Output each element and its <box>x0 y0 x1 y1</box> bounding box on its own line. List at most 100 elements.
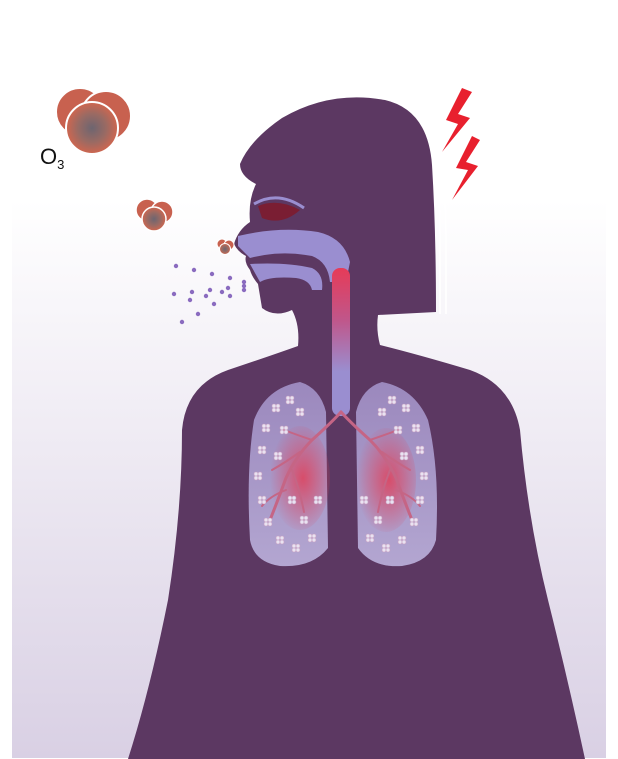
alveolus <box>300 520 304 524</box>
alveolus <box>258 496 262 500</box>
alveolus <box>374 516 378 520</box>
alveolus <box>318 496 322 500</box>
alveolus <box>420 472 424 476</box>
alveolus <box>390 496 394 500</box>
alveolus <box>398 430 402 434</box>
particle-dot <box>220 290 224 294</box>
alveolus <box>414 522 418 526</box>
alveolus <box>308 538 312 542</box>
alveolus <box>276 404 280 408</box>
alveolus <box>364 496 368 500</box>
alveolus <box>292 500 296 504</box>
alveolus <box>314 496 318 500</box>
alveolus <box>370 534 374 538</box>
alveolus <box>300 412 304 416</box>
alveolus <box>276 408 280 412</box>
alveolus <box>288 496 292 500</box>
alveolus <box>378 520 382 524</box>
alveolus <box>406 408 410 412</box>
alveolus <box>360 496 364 500</box>
alveolus <box>288 500 292 504</box>
alveolus <box>382 548 386 552</box>
alveolus <box>258 446 262 450</box>
alveolus <box>420 446 424 450</box>
alveolus <box>392 400 396 404</box>
alveolus <box>386 496 390 500</box>
alveolus <box>394 430 398 434</box>
particle-dot <box>242 280 246 284</box>
alveolus <box>296 412 300 416</box>
alveolus <box>312 538 316 542</box>
alveolus <box>424 472 428 476</box>
alveolus <box>360 500 364 504</box>
alveolus <box>296 544 300 548</box>
alveolus <box>276 536 280 540</box>
particle-dot <box>196 312 200 316</box>
alveolus <box>412 424 416 428</box>
alveolus <box>292 548 296 552</box>
alveolus <box>386 548 390 552</box>
alveolus <box>262 424 266 428</box>
alveolus <box>382 544 386 548</box>
alveolus <box>412 428 416 432</box>
alveolus <box>290 396 294 400</box>
alveolus <box>402 408 406 412</box>
alveolus <box>314 500 318 504</box>
alveolus <box>378 408 382 412</box>
alveolus <box>264 522 268 526</box>
alveolus <box>416 428 420 432</box>
alveolus <box>386 500 390 504</box>
particle-dot <box>208 288 212 292</box>
particle-dot <box>204 294 208 298</box>
alveolus <box>266 428 270 432</box>
alveolus <box>406 404 410 408</box>
alveolus <box>300 516 304 520</box>
particle-dot <box>242 288 246 292</box>
alveolus <box>318 500 322 504</box>
alveolus <box>382 408 386 412</box>
particle-dot <box>228 276 232 280</box>
alveolus <box>254 476 258 480</box>
particle-dot <box>212 302 216 306</box>
alveolus <box>378 412 382 416</box>
alveolus <box>416 500 420 504</box>
alveolus <box>304 520 308 524</box>
alveolus <box>262 450 266 454</box>
alveolus <box>286 396 290 400</box>
alveolus <box>400 456 404 460</box>
alveolus <box>258 450 262 454</box>
alveolus <box>286 400 290 404</box>
alveolus <box>402 404 406 408</box>
particle-dot <box>242 284 246 288</box>
trachea <box>332 268 350 416</box>
alveolus <box>292 496 296 500</box>
alveolus <box>374 520 378 524</box>
alveolus <box>280 540 284 544</box>
alveolus <box>262 496 266 500</box>
alveolus <box>410 522 414 526</box>
alveolus <box>274 456 278 460</box>
alveolus <box>300 408 304 412</box>
alveolus <box>382 412 386 416</box>
alveolus <box>280 426 284 430</box>
alveolus <box>402 536 406 540</box>
alveolus <box>410 518 414 522</box>
alveolus <box>370 538 374 542</box>
alveolus <box>398 540 402 544</box>
alveolus <box>280 536 284 540</box>
alveolus <box>304 516 308 520</box>
alveolus <box>416 424 420 428</box>
alveolus <box>262 428 266 432</box>
alveolus <box>268 518 272 522</box>
particle-dot <box>228 294 232 298</box>
alveolus <box>420 496 424 500</box>
particle-dot <box>180 320 184 324</box>
alveolus <box>366 538 370 542</box>
alveolus <box>386 544 390 548</box>
alveolus <box>416 450 420 454</box>
particle-dot <box>226 286 230 290</box>
alveolus <box>394 426 398 430</box>
alveolus <box>258 472 262 476</box>
particle-dot <box>190 290 194 294</box>
